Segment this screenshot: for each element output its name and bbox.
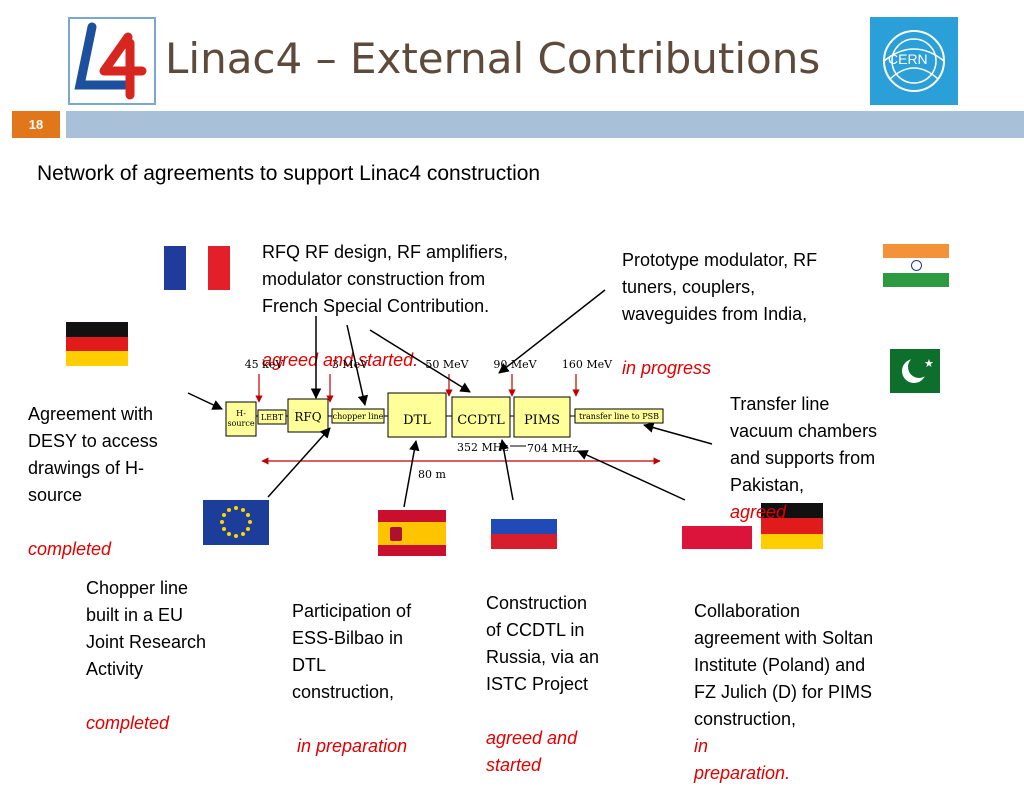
component-h-source-label: H-source xyxy=(227,409,254,428)
frequency-352: 352 MHz xyxy=(457,441,508,454)
flag-france xyxy=(164,246,230,290)
note-pakistan: Transfer line vacuum chambers and suppor… xyxy=(730,364,877,526)
arrow-pakistan xyxy=(642,422,713,445)
note-pakistan-status: agreed xyxy=(730,502,787,522)
slide-title: Linac4 – External Contributions xyxy=(165,34,821,83)
note-russia-text: Construction of CCDTL in Russia, via an … xyxy=(486,593,600,694)
component-ccdtl-box xyxy=(451,396,511,438)
energy-50mev: 50 MeV xyxy=(425,358,469,371)
flag-pakistan: ★ xyxy=(874,349,940,393)
note-germany-desy: Agreement with DESY to access drawings o… xyxy=(28,374,158,563)
component-transfer-line-box xyxy=(574,408,664,424)
note-spain-status: in preparation xyxy=(297,736,408,756)
energy-45kev: 45 keV xyxy=(245,358,285,371)
l4-logo xyxy=(68,17,156,105)
note-france: RFQ RF design, RF amplifiers, modulator … xyxy=(262,212,508,374)
component-h-source-box xyxy=(225,401,257,437)
arrow-france-modulator xyxy=(369,329,471,393)
length-label: 80 m xyxy=(418,468,446,481)
cern-logo-graphic xyxy=(883,30,945,92)
l4-logo-graphic xyxy=(74,22,147,100)
linac-diagram: H-source LEBT RFQ chopper line DTL CCDTL… xyxy=(187,289,713,508)
component-ccdtl-label: CCDTL xyxy=(457,413,505,428)
flag-germany-desy xyxy=(66,322,128,367)
cern-logo: CERN xyxy=(870,17,958,105)
header-bar xyxy=(66,111,1024,138)
flag-russia xyxy=(491,504,557,549)
note-india: Prototype modulator, RF tuners, couplers… xyxy=(622,220,817,382)
flag-eu xyxy=(203,500,269,545)
note-spain-text: Participation of ESS-Bilbao in DTL const… xyxy=(292,601,412,702)
note-eu-status: completed xyxy=(86,713,170,733)
flag-india xyxy=(883,244,949,287)
component-chopper-label: chopper line xyxy=(333,412,384,421)
component-chopper-box xyxy=(331,408,385,424)
component-lebt-box xyxy=(257,409,287,425)
component-transfer-line-label: transfer line to PSB xyxy=(579,412,659,421)
frequency-704: 704 MHz xyxy=(527,442,578,455)
note-france-text: RFQ RF design, RF amplifiers, modulator … xyxy=(262,242,509,316)
component-rfq-box xyxy=(287,398,329,433)
component-dtl-label: DTL xyxy=(403,413,431,428)
arrow-russia xyxy=(498,438,514,501)
note-eu-text: Chopper line built in a EU Joint Researc… xyxy=(86,578,207,679)
note-france-status: agreed and started. xyxy=(262,350,419,370)
note-germany-desy-status: completed xyxy=(28,539,112,559)
flag-germany-julich xyxy=(761,503,823,549)
note-eu: Chopper line built in a EU Joint Researc… xyxy=(86,548,206,737)
arrow-desy xyxy=(187,392,223,410)
eu-stars xyxy=(220,506,252,538)
component-pims-label: PIMS xyxy=(524,413,560,428)
note-pakistan-text: Transfer line vacuum chambers and suppor… xyxy=(730,394,878,495)
note-poland-germany-text: Collaboration agreement with Soltan Inst… xyxy=(694,601,874,729)
note-germany-desy-text: Agreement with DESY to access drawings o… xyxy=(28,404,158,505)
arrow-india xyxy=(498,289,606,374)
energy-160mev: 160 MeV xyxy=(562,358,613,371)
arrow-france-chopper xyxy=(346,324,369,407)
note-india-text: Prototype modulator, RF tuners, couplers… xyxy=(622,250,818,324)
slide-subtitle: Network of agreements to support Linac4 … xyxy=(37,162,541,185)
cern-logo-text: CERN xyxy=(888,51,928,67)
page-number-badge: 18 xyxy=(12,111,60,138)
note-india-status: in progress xyxy=(622,358,712,378)
component-pims-box xyxy=(513,396,571,438)
flag-spain xyxy=(378,510,446,556)
flag-poland xyxy=(682,503,752,549)
note-spain: Participation of ESS-Bilbao in DTL const… xyxy=(292,571,411,760)
arrow-poland-germany xyxy=(577,450,686,501)
energy-3mev: 3 MeV xyxy=(332,358,369,371)
component-dtl-box xyxy=(387,392,447,438)
arrow-spain xyxy=(403,439,420,508)
component-rfq-label: RFQ xyxy=(294,410,321,424)
arrow-eu xyxy=(267,427,331,498)
component-lebt-label: LEBT xyxy=(261,413,284,422)
